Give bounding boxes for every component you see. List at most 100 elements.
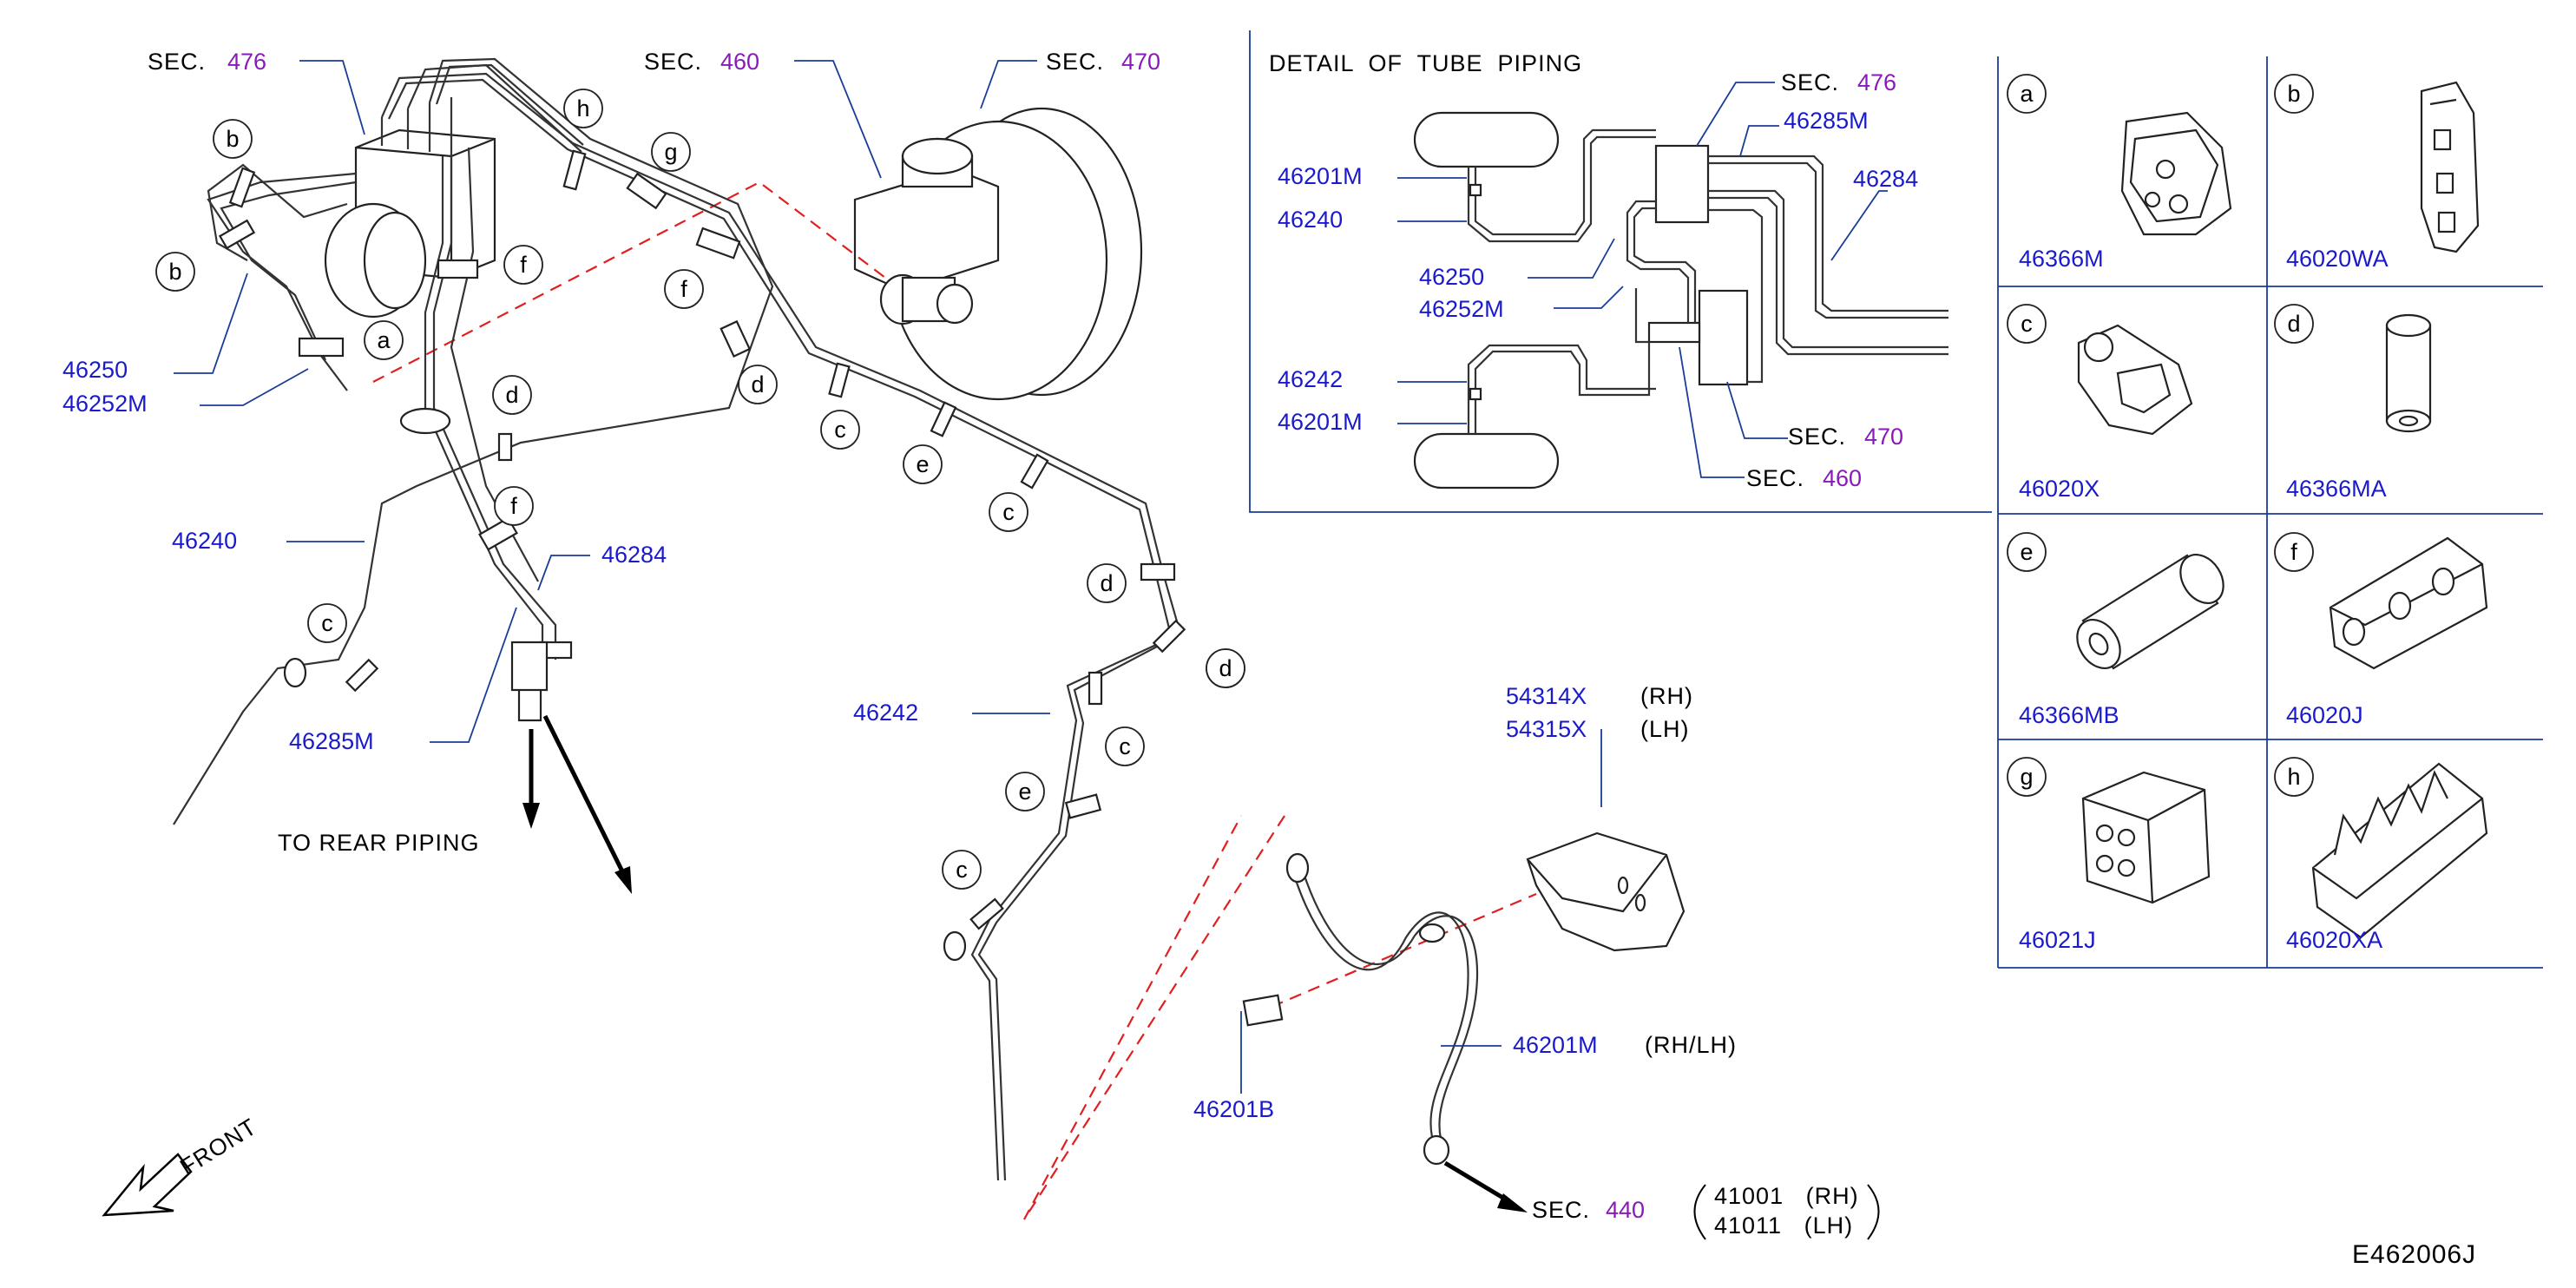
detail-sec-460-prefix: SEC. bbox=[1746, 465, 1804, 491]
callout-bubbles: bbahgffddcecddfccecd bbox=[155, 89, 1245, 890]
clip-d-letter: d bbox=[2287, 311, 2300, 337]
callout-bubble bbox=[155, 252, 195, 292]
detail-part-46252M[interactable]: 46252M bbox=[1419, 296, 1504, 322]
hidden-line-front bbox=[372, 181, 886, 383]
detail-part-46242[interactable]: 46242 bbox=[1278, 366, 1343, 392]
detail-sec-460-number[interactable]: 460 bbox=[1823, 465, 1862, 491]
detail-part-46201M-a[interactable]: 46201M bbox=[1278, 163, 1363, 189]
callout-bubble bbox=[213, 119, 253, 159]
brake-tubes bbox=[173, 57, 1182, 1181]
clip-f-part[interactable]: 46020J bbox=[2286, 702, 2363, 728]
clip-f-illustration bbox=[2329, 536, 2488, 670]
sec-470-prefix: SEC. bbox=[1046, 49, 1104, 75]
clip-g-illustration bbox=[2081, 771, 2211, 904]
clip-h-part[interactable]: 46020XA bbox=[2286, 927, 2382, 953]
clip-b-illustration bbox=[2420, 81, 2480, 253]
callout-letter-h: h bbox=[576, 95, 589, 122]
detail-part-46201M-b[interactable]: 46201M bbox=[1278, 409, 1363, 435]
part-46285M[interactable]: 46285M bbox=[289, 728, 374, 754]
sec-440-item-rh: 41001 (RH) bbox=[1714, 1183, 1859, 1209]
front-label: FRONT bbox=[175, 1114, 261, 1180]
callout-letter-d: d bbox=[751, 371, 764, 398]
clip-e-part[interactable]: 46366MB bbox=[2019, 702, 2119, 728]
clip-h-letter: h bbox=[2287, 764, 2300, 790]
clip-markers bbox=[218, 149, 1186, 962]
detail-of-tube-piping: DETAIL OF TUBE PIPING bbox=[1249, 30, 1992, 513]
clip-g-letter: g bbox=[2020, 764, 2033, 790]
callout-bubble bbox=[307, 603, 347, 643]
label-rh: (RH) bbox=[1640, 683, 1693, 709]
clip-a-part[interactable]: 46366M bbox=[2019, 246, 2104, 272]
detail-part-46250[interactable]: 46250 bbox=[1419, 264, 1484, 290]
clip-c-part[interactable]: 46020X bbox=[2019, 476, 2100, 502]
clip-b-part[interactable]: 46020WA bbox=[2286, 246, 2389, 272]
clip-g-part[interactable]: 46021J bbox=[2019, 927, 2096, 953]
clip-a-illustration bbox=[2120, 111, 2232, 236]
detail-part-46285M[interactable]: 46285M bbox=[1784, 108, 1869, 134]
part-46242[interactable]: 46242 bbox=[853, 700, 918, 726]
sec-470-number[interactable]: 470 bbox=[1121, 49, 1160, 75]
detail-reservoir-bottom bbox=[1413, 432, 1560, 490]
part-54315X[interactable]: 54315X bbox=[1506, 716, 1587, 742]
part-46201M[interactable]: 46201M bbox=[1513, 1032, 1598, 1058]
arrow-diag-rear bbox=[542, 714, 628, 878]
part-46201B[interactable]: 46201B bbox=[1193, 1096, 1274, 1122]
callout-letter-a: a bbox=[377, 327, 391, 353]
main-leaders bbox=[174, 60, 1602, 1094]
callout-bubble bbox=[664, 269, 704, 309]
part-46252M[interactable]: 46252M bbox=[62, 391, 148, 417]
label-rh-lh: (RH/LH) bbox=[1645, 1032, 1737, 1058]
sec-460-number[interactable]: 460 bbox=[720, 49, 759, 75]
arrow-to-sec440 bbox=[1443, 1160, 1512, 1205]
sec-476-prefix: SEC. bbox=[148, 49, 206, 75]
detail-reservoir-top bbox=[1413, 111, 1560, 168]
diagram-id: E462006J bbox=[2352, 1240, 2476, 1269]
callout-letter-f: f bbox=[510, 493, 517, 519]
callout-letter-e: e bbox=[1018, 779, 1031, 805]
callout-letter-d: d bbox=[1219, 655, 1232, 681]
sec-440-number[interactable]: 440 bbox=[1606, 1197, 1645, 1223]
callout-bubble bbox=[1005, 772, 1045, 812]
hidden-line-rear bbox=[1023, 815, 1285, 1220]
sec-460-prefix: SEC. bbox=[644, 49, 702, 75]
clip-h-illustration bbox=[2311, 762, 2488, 939]
part-54314X[interactable]: 54314X bbox=[1506, 683, 1587, 709]
callout-bubble bbox=[494, 486, 534, 526]
clip-legend: a 46366M b 46020WA c 46020X d 46366MA e … bbox=[1997, 56, 2543, 969]
callout-bubble bbox=[563, 89, 603, 128]
callout-bubble bbox=[1105, 726, 1145, 766]
callout-bubble bbox=[503, 245, 543, 285]
callout-bubble bbox=[738, 365, 778, 404]
abs-actuator bbox=[324, 97, 496, 319]
detail-sec-476-number[interactable]: 476 bbox=[1857, 69, 1896, 95]
main-assembly: bbahgffddcecddfccecd SEC. 476 SEC. 460 S… bbox=[62, 49, 2476, 1269]
label-lh: (LH) bbox=[1640, 716, 1690, 742]
clip-d-part[interactable]: 46366MA bbox=[2286, 476, 2387, 502]
detail-part-46240[interactable]: 46240 bbox=[1278, 207, 1343, 233]
callout-letter-g: g bbox=[664, 139, 677, 165]
sec-476-number[interactable]: 476 bbox=[227, 49, 266, 75]
brake-booster bbox=[853, 107, 1143, 401]
callout-letter-b: b bbox=[168, 259, 181, 285]
sec-440-item-lh: 41011 (LH) bbox=[1714, 1212, 1853, 1239]
detail-title: DETAIL OF TUBE PIPING bbox=[1269, 50, 1582, 76]
caliper-bracket bbox=[1526, 831, 1686, 952]
callout-letter-e: e bbox=[916, 451, 929, 477]
detail-master-cylinder bbox=[1698, 289, 1749, 386]
callout-letter-b: b bbox=[226, 126, 239, 152]
detail-part-46284[interactable]: 46284 bbox=[1853, 166, 1918, 192]
callout-bubble bbox=[820, 410, 860, 450]
callout-letter-c: c bbox=[1002, 499, 1015, 525]
detail-sec-470-prefix: SEC. bbox=[1788, 424, 1846, 450]
callout-letter-d: d bbox=[1100, 570, 1113, 596]
to-rear-piping-label: TO REAR PIPING bbox=[278, 830, 480, 856]
part-46240[interactable]: 46240 bbox=[172, 528, 237, 554]
detail-sec-470-number[interactable]: 470 bbox=[1864, 424, 1903, 450]
sec-440-prefix: SEC. bbox=[1532, 1197, 1590, 1223]
part-46284[interactable]: 46284 bbox=[601, 542, 667, 568]
part-46250[interactable]: 46250 bbox=[62, 357, 128, 383]
callout-bubble bbox=[651, 132, 691, 172]
clip-e-illustration bbox=[2076, 554, 2224, 670]
clip-c-illustration bbox=[2077, 324, 2193, 436]
